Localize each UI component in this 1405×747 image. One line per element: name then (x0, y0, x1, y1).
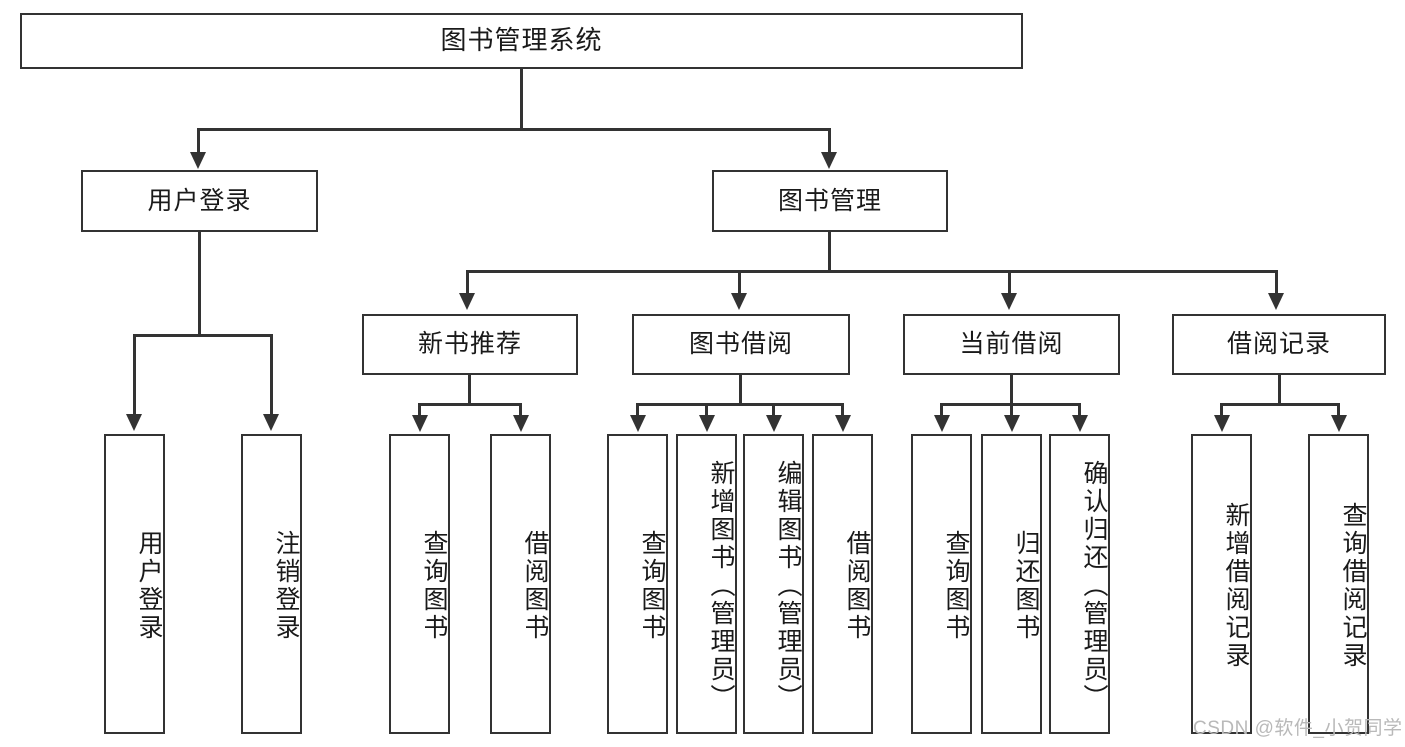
arrow-bm-to-new-book (459, 293, 475, 310)
connector-root-to-book-management (828, 128, 831, 158)
connector-br-to-leaf-1 (1220, 403, 1223, 419)
connector-root-bus (197, 128, 831, 131)
node-book-management[interactable]: 图书管理 (712, 170, 948, 232)
arrow-bb-to-leaf-3 (766, 415, 782, 432)
arrow-bm-to-book-borrow (731, 293, 747, 310)
leaf-add-record[interactable]: 新增借阅记录 (1191, 434, 1252, 734)
arrow-bb-to-leaf-4 (835, 415, 851, 432)
connector-cb-to-leaf-2 (1010, 403, 1013, 419)
leaf-add-book[interactable]: 新增图书（管理员） (676, 434, 737, 734)
connector-new-book-stem (468, 375, 471, 405)
connector-user-login-stem (198, 232, 201, 336)
leaf-return-book[interactable]: 归还图书 (981, 434, 1042, 734)
connector-book-borrow-bus (636, 403, 844, 406)
node-user-login[interactable]: 用户登录 (81, 170, 318, 232)
connector-book-management-bus (466, 270, 1278, 273)
arrow-br-to-leaf-2 (1331, 415, 1347, 432)
node-book-borrow-label: 图书借阅 (688, 330, 793, 359)
connector-bb-to-leaf-4 (841, 403, 844, 419)
connector-bb-to-leaf-1 (636, 403, 639, 419)
connector-book-borrow-stem (739, 375, 742, 405)
node-borrow-record-label: 借阅记录 (1226, 330, 1331, 359)
connector-br-to-leaf-2 (1337, 403, 1340, 419)
leaf-borrow-book-1[interactable]: 借阅图书 (490, 434, 551, 734)
leaf-query-book-1[interactable]: 查询图书 (389, 434, 450, 734)
connector-new-book-to-leaf-2 (519, 403, 522, 419)
arrow-root-to-book-management (821, 152, 837, 169)
connector-root-stem (520, 69, 523, 129)
connector-bb-to-leaf-2 (705, 403, 708, 419)
leaf-query-record[interactable]: 查询借阅记录 (1308, 434, 1369, 734)
arrow-cb-to-leaf-3 (1072, 415, 1088, 432)
connector-root-to-user-login (197, 128, 200, 158)
arrow-bb-to-leaf-1 (630, 415, 646, 432)
leaf-return-book-label: 归还图书 (1012, 530, 1040, 642)
connector-new-book-to-leaf-1 (418, 403, 421, 419)
leaf-query-book-2-label: 查询图书 (638, 530, 666, 642)
connector-new-book-bus (418, 403, 522, 406)
node-new-book-recommend[interactable]: 新书推荐 (362, 314, 578, 375)
leaf-user-logout-label: 注销登录 (272, 530, 300, 642)
leaf-borrow-book-2-label: 借阅图书 (843, 530, 871, 642)
connector-current-borrow-stem (1010, 375, 1013, 405)
arrow-cb-to-leaf-2 (1004, 415, 1020, 432)
arrow-new-book-to-leaf-2 (513, 415, 529, 432)
leaf-add-book-label: 新增图书（管理员） (707, 460, 735, 712)
arrow-new-book-to-leaf-1 (412, 415, 428, 432)
leaf-query-book-3[interactable]: 查询图书 (911, 434, 972, 734)
leaf-query-book-2[interactable]: 查询图书 (607, 434, 668, 734)
connector-cb-to-leaf-1 (940, 403, 943, 419)
connector-user-login-bus (133, 334, 272, 337)
leaf-borrow-book-1-label: 借阅图书 (521, 530, 549, 642)
leaf-edit-book[interactable]: 编辑图书（管理员） (743, 434, 804, 734)
connector-bm-to-new-book (466, 270, 469, 296)
node-borrow-record[interactable]: 借阅记录 (1172, 314, 1386, 375)
leaf-add-record-label: 新增借阅记录 (1222, 502, 1250, 670)
connector-cb-to-leaf-3 (1078, 403, 1081, 419)
arrow-user-login-to-leaf-1 (126, 414, 142, 431)
connector-borrow-record-stem (1278, 375, 1281, 405)
connector-user-login-to-leaf-2 (270, 334, 273, 418)
node-root[interactable]: 图书管理系统 (20, 13, 1023, 69)
arrow-bm-to-current-borrow (1001, 293, 1017, 310)
node-new-book-recommend-label: 新书推荐 (417, 330, 522, 359)
leaf-confirm-return-label: 确认归还（管理员） (1080, 460, 1108, 712)
arrow-br-to-leaf-1 (1214, 415, 1230, 432)
connector-borrow-record-bus (1220, 403, 1340, 406)
arrow-bm-to-borrow-record (1268, 293, 1284, 310)
leaf-borrow-book-2[interactable]: 借阅图书 (812, 434, 873, 734)
arrow-root-to-user-login (190, 152, 206, 169)
arrow-bb-to-leaf-2 (699, 415, 715, 432)
connector-book-management-stem (828, 232, 831, 272)
connector-bm-to-current-borrow (1008, 270, 1011, 296)
node-current-borrow[interactable]: 当前借阅 (903, 314, 1120, 375)
node-book-borrow[interactable]: 图书借阅 (632, 314, 850, 375)
node-book-management-label: 图书管理 (777, 186, 882, 215)
node-root-label: 图书管理系统 (440, 25, 603, 56)
leaf-query-book-1-label: 查询图书 (420, 530, 448, 642)
leaf-user-logout[interactable]: 注销登录 (241, 434, 302, 734)
arrow-user-login-to-leaf-2 (263, 414, 279, 431)
connector-bb-to-leaf-3 (772, 403, 775, 419)
csdn-watermark: CSDN @软件_小贺同学 (1193, 718, 1403, 739)
arrow-cb-to-leaf-1 (934, 415, 950, 432)
leaf-user-login-label: 用户登录 (135, 530, 163, 642)
leaf-confirm-return[interactable]: 确认归还（管理员） (1049, 434, 1110, 734)
connector-bm-to-borrow-record (1275, 270, 1278, 296)
leaf-edit-book-label: 编辑图书（管理员） (774, 460, 802, 712)
leaf-query-book-3-label: 查询图书 (942, 530, 970, 642)
connector-bm-to-book-borrow (738, 270, 741, 296)
node-current-borrow-label: 当前借阅 (959, 330, 1064, 359)
node-user-login-label: 用户登录 (147, 186, 252, 215)
connector-user-login-to-leaf-1 (133, 334, 136, 418)
leaf-query-record-label: 查询借阅记录 (1339, 502, 1367, 670)
leaf-user-login[interactable]: 用户登录 (104, 434, 165, 734)
